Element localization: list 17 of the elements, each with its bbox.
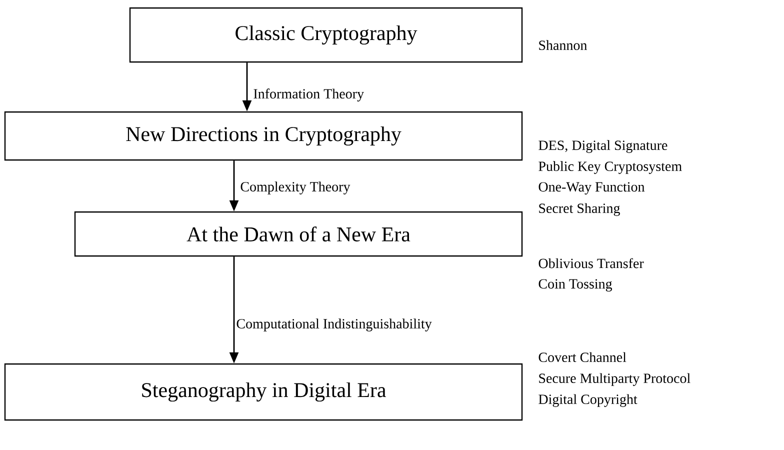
edge-label: Complexity Theory [240,182,350,194]
note-text: Covert Channel [538,352,626,362]
stage-box: At the Dawn of a New Era [74,211,523,257]
note-text: Shannon [539,40,587,50]
note-text: Secret Sharing [539,203,620,216]
stage-box: Classic Cryptography [129,7,523,63]
edge-label: Information Theory [254,88,364,102]
note-text: One-Way Function [538,182,645,194]
stage-box: Steganography in Digital Era [4,363,523,421]
stage-box: New Directions in Cryptography [4,111,523,161]
note-text: DES, Digital Signature [538,140,668,153]
note-text: Digital Copyright [538,394,638,407]
edge-label: Computational Indistinguishability [236,318,432,332]
note-text: Public Key Cryptosystem [538,161,682,174]
note-text: Secure Multiparty Protocol [539,373,690,386]
note-text: Coin Tossing [538,279,612,292]
note-text: Oblivious Transfer [538,258,644,268]
